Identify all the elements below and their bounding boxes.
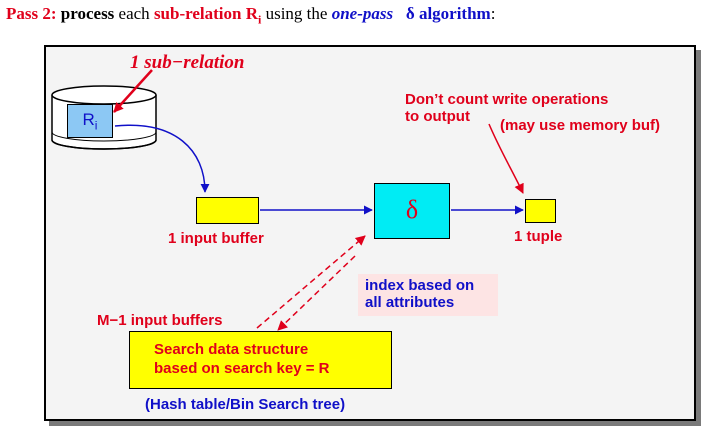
sub-relation-label: R: [82, 110, 95, 129]
delta-operator-box: δ: [374, 183, 450, 239]
title-each: each: [118, 4, 150, 23]
search-to-delta-dashed-arrow: [256, 235, 366, 329]
search-line2: based on search key = R: [154, 360, 330, 377]
title-colon: :: [490, 4, 496, 23]
m1-input-buffers-label: M−1 input buffers: [97, 312, 223, 329]
index-line1: index based on: [365, 277, 475, 294]
output-tuple-box: [525, 199, 556, 223]
title-one-pass: one-pass: [331, 4, 394, 23]
input-buffer-label: 1 input buffer: [168, 230, 264, 247]
delta-to-search-dashed-arrow: [277, 255, 356, 331]
title-subrel-index: i: [258, 12, 262, 27]
index-note-box: index based on all attributes: [358, 274, 498, 316]
disk-to-buffer-arrow: [114, 124, 210, 193]
dont-count-line1: Don’t count write operations: [405, 91, 609, 108]
sub-relation-box: Ri: [67, 104, 113, 138]
title-pass: Pass 2:: [6, 4, 57, 23]
output-tuple-label: 1 tuple: [514, 228, 563, 245]
one-sub-relation-label: 1 sub−relation: [130, 52, 245, 73]
title-subrel: sub-relation Ri: [153, 4, 262, 27]
index-line2: all attributes: [365, 294, 455, 311]
memory-buf-label: (may use memory buf): [500, 117, 661, 134]
title-line: Pass 2: process each sub-relation Ri usi…: [6, 4, 495, 27]
title-algorithm: algorithm: [418, 4, 491, 23]
dont-count-line2: to output: [405, 108, 470, 125]
title-process: process: [60, 4, 115, 23]
sub-relation-index: i: [94, 118, 98, 133]
title-using-the: using the: [265, 4, 328, 23]
hash-table-label: (Hash table/Bin Search tree): [145, 396, 346, 413]
subrel-pointer-arrow: [113, 69, 153, 113]
search-structure-box: Search data structure based on search ke…: [129, 331, 392, 389]
title-subrel-text: sub-relation R: [153, 4, 258, 23]
search-line1: Search data structure: [154, 341, 309, 358]
output-note-arrow: [488, 123, 524, 194]
input-buffer-box: [196, 197, 259, 224]
title-delta: δ: [405, 4, 415, 23]
